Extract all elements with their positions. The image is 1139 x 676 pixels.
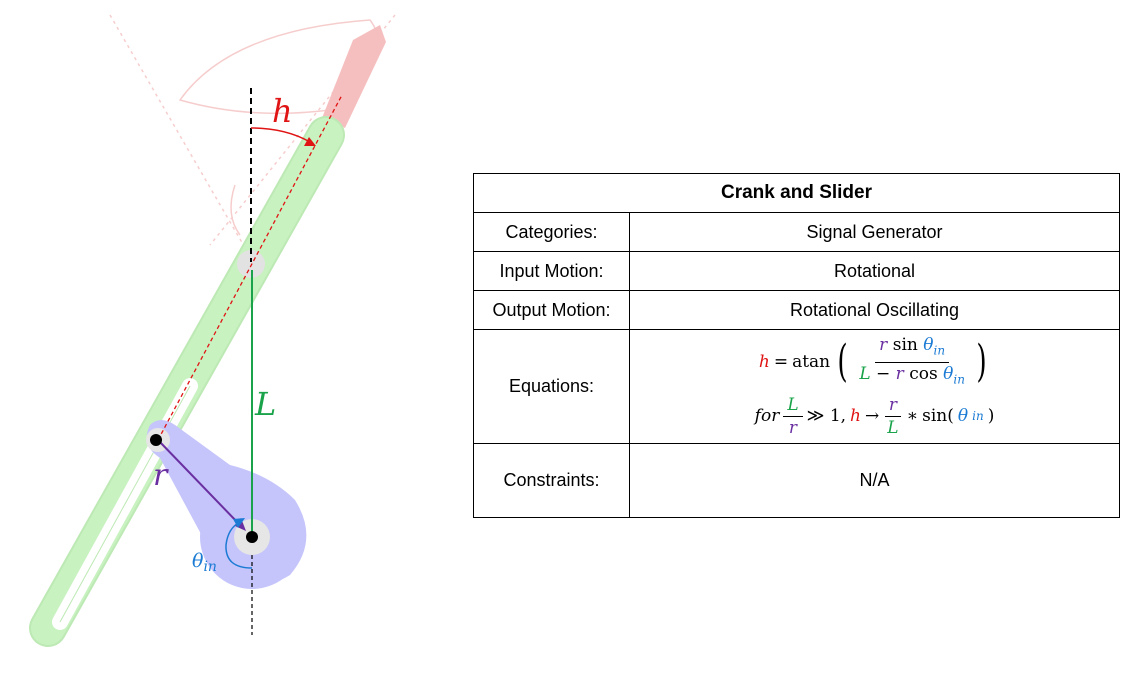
- theta-arc: [225, 521, 253, 569]
- row-label: Input Motion:: [473, 251, 630, 291]
- properties-table: Crank and Slider Categories: Signal Gene…: [473, 173, 1120, 518]
- table-row: Output Motion: Rotational Oscillating: [473, 290, 1120, 330]
- crank-pin: [150, 434, 162, 446]
- row-value: Signal Generator: [629, 212, 1120, 252]
- r-label: r: [153, 458, 169, 493]
- crank-link: [146, 420, 307, 589]
- table-row: Constraints: N/A: [473, 443, 1120, 518]
- row-label: Constraints:: [473, 443, 630, 518]
- table-title: Crank and Slider: [473, 173, 1120, 213]
- row-value: N/A: [629, 443, 1120, 518]
- crank-center: [246, 531, 258, 543]
- h-angle-arc: [250, 127, 311, 143]
- row-label: Categories:: [473, 212, 630, 252]
- L-label: L: [254, 385, 276, 423]
- row-label: Equations:: [473, 329, 630, 444]
- slider-pivot: [237, 250, 265, 278]
- crank-slider-diagram: h L r θin: [29, 14, 396, 647]
- ghost-slider-position: [109, 14, 396, 266]
- equation-1: h = atan ( r sin θin L − r cos θin ): [758, 335, 987, 387]
- row-value: Rotational: [629, 251, 1120, 291]
- slider-axis-line: [157, 94, 343, 441]
- h-label: h: [272, 92, 293, 130]
- table-row: Categories: Signal Generator: [473, 212, 1120, 252]
- r-line: [157, 439, 241, 526]
- table-row: Equations: h = atan ( r sin θin L − r co…: [473, 329, 1120, 444]
- r-arrow-head: [235, 518, 246, 531]
- h-arrow-head: [304, 137, 316, 146]
- row-value: Rotational Oscillating: [629, 290, 1120, 330]
- theta-label: θin: [192, 550, 217, 575]
- theta-arrow-head: [233, 518, 245, 528]
- equations-cell: h = atan ( r sin θin L − r cos θin ) for…: [629, 329, 1120, 444]
- row-label: Output Motion:: [473, 290, 630, 330]
- table-row: Input Motion: Rotational: [473, 251, 1120, 291]
